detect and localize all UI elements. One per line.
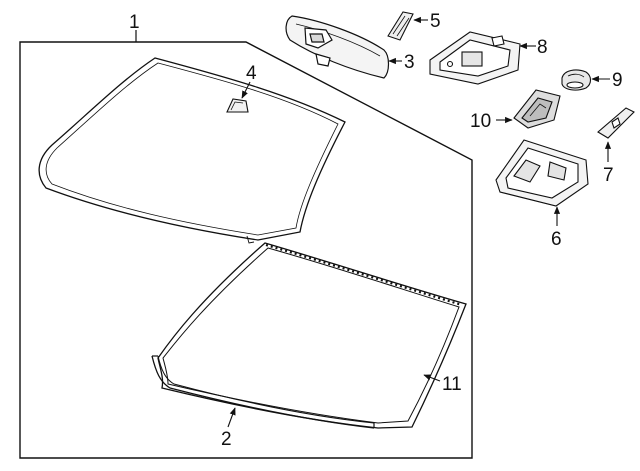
callout-11: 11 xyxy=(442,374,462,395)
callout-6: 6 xyxy=(551,229,562,250)
assembly-frame xyxy=(19,41,473,459)
sensor-bracket xyxy=(226,81,251,113)
callout-7: 7 xyxy=(603,165,614,186)
rearview-mirror xyxy=(285,15,390,79)
callout-8: 8 xyxy=(537,37,548,58)
callout-4: 4 xyxy=(246,63,257,84)
mounting-bracket xyxy=(429,31,521,85)
rain-sensor xyxy=(513,89,561,129)
windshield-glass xyxy=(38,57,346,244)
callout-5: 5 xyxy=(430,11,441,32)
mirror-clip xyxy=(387,11,414,41)
sensor-cap xyxy=(561,69,592,91)
callout-9: 9 xyxy=(612,70,623,91)
callout-1: 1 xyxy=(129,12,140,33)
callout-2: 2 xyxy=(221,429,232,450)
windshield-molding xyxy=(157,242,467,429)
cover-clip xyxy=(597,107,635,139)
callout-10: 10 xyxy=(470,111,491,132)
sensor-cover xyxy=(495,139,589,207)
callout-3: 3 xyxy=(404,52,415,73)
lower-molding-strip xyxy=(151,355,375,429)
